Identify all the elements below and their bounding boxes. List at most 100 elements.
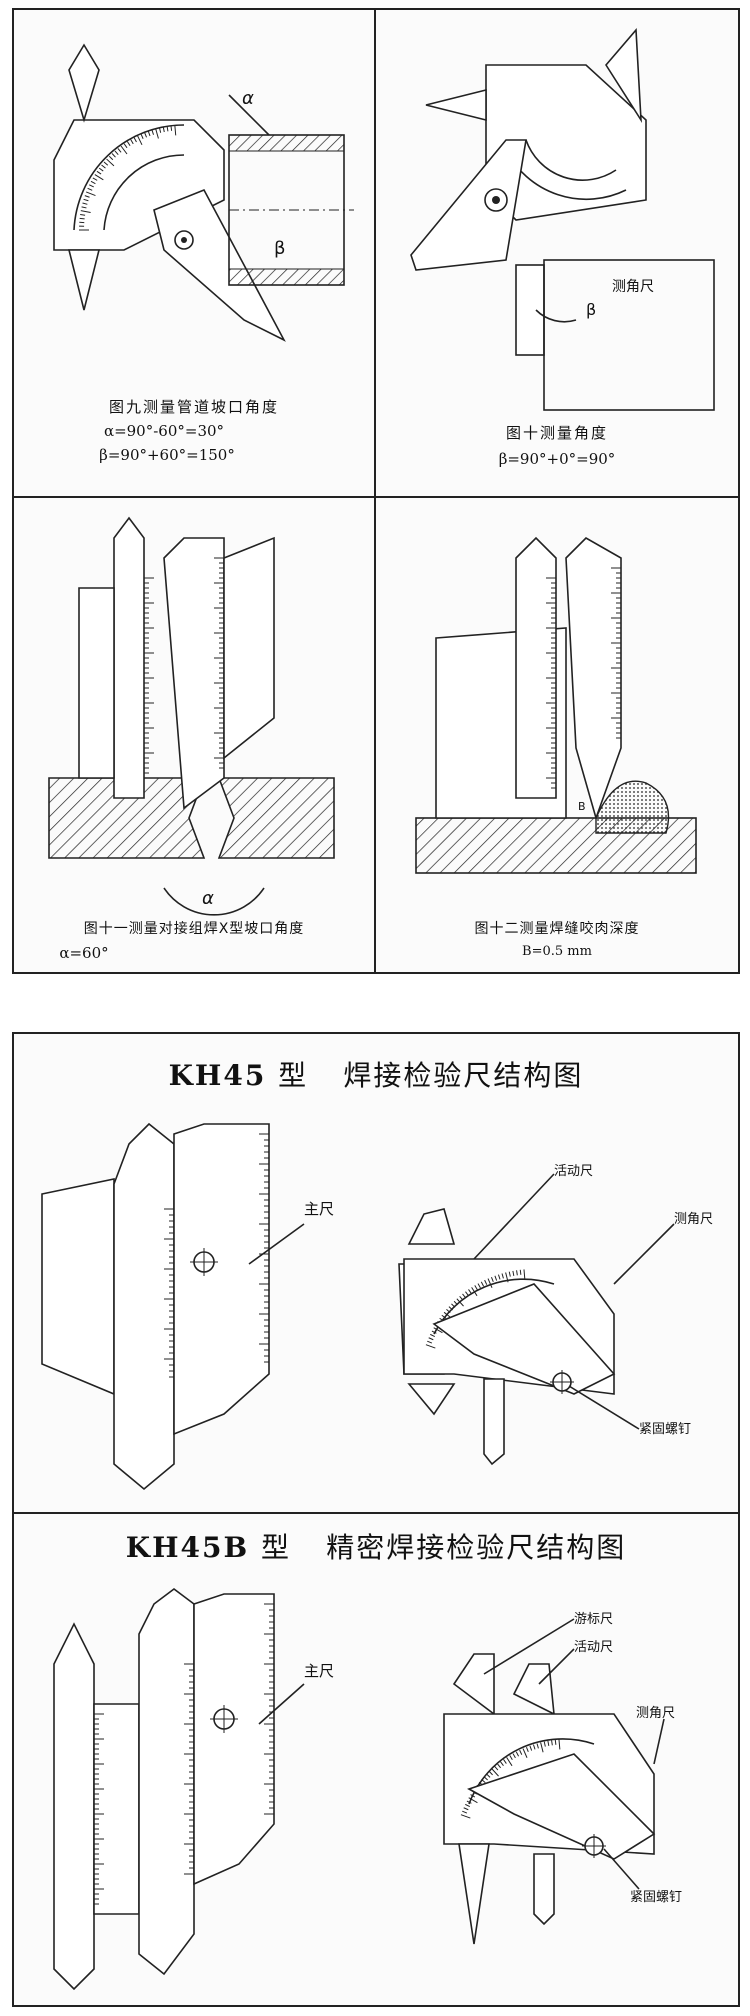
- scale-tick: [529, 1745, 533, 1751]
- scale-tick: [481, 1779, 486, 1784]
- scale-tick: [137, 135, 143, 146]
- scale-tick: [508, 1271, 511, 1277]
- scale-tick: [480, 1281, 485, 1287]
- scale-tick: [155, 128, 159, 139]
- scale-tick: [522, 1748, 528, 1758]
- figure-12-panel: B 图十二测量焊缝咬肉深度 B=0.5 mm: [374, 496, 740, 974]
- scale-tick: [474, 1285, 478, 1290]
- scale-tick: [459, 1295, 464, 1301]
- scale-tick: [519, 1749, 523, 1755]
- scale-tick: [111, 153, 116, 158]
- kh45-angle-label: 测角尺: [674, 1212, 714, 1227]
- scale-tick: [114, 150, 119, 156]
- scale-tick: [144, 132, 148, 138]
- scale-tick: [547, 1740, 550, 1746]
- figure-11-panel: α 图十一测量对接组焊X型坡口角度 α=60°: [12, 496, 376, 974]
- kh45-drawing: [41, 1122, 675, 1491]
- scale-tick: [427, 1340, 433, 1344]
- alpha-label: α: [242, 88, 254, 109]
- figure-12-drawing: [415, 536, 697, 874]
- kh45b-model: KH45B: [125, 1531, 250, 1564]
- figure-9-panel: α β 图九测量管道坡口角度 α=90°-60°=30° β=90°+60°=1…: [12, 8, 376, 498]
- scale-tick: [505, 1272, 509, 1283]
- figure-9-drawing: [53, 43, 354, 342]
- scale-tick: [126, 141, 131, 147]
- scale-tick: [159, 127, 162, 133]
- scale-tick: [448, 1306, 453, 1311]
- scale-tick: [80, 213, 86, 216]
- scale-tick: [133, 137, 137, 143]
- beta-label: β: [274, 238, 286, 259]
- scale-tick: [558, 1739, 561, 1750]
- scale-tick: [80, 210, 91, 213]
- kh45b-moving-label: 活动尺: [574, 1640, 614, 1655]
- scale-tick: [456, 1298, 464, 1307]
- scale-tick: [108, 155, 114, 161]
- scale-tick: [543, 1741, 546, 1747]
- kh45-screw-label: 紧固螺钉: [639, 1422, 692, 1437]
- scale-tick: [501, 1273, 504, 1279]
- scale-tick: [525, 1746, 529, 1752]
- kh45-name: 焊接检验尺结构图: [343, 1059, 584, 1092]
- scale-tick: [484, 1279, 488, 1285]
- scale-tick: [96, 170, 102, 175]
- kh45b-panel: KH45B 型 精密焊接检验尺结构图 主尺 游标尺 活动尺 测角尺 紧固螺钉: [12, 1512, 740, 2007]
- kh45b-drawing: [53, 1588, 665, 1991]
- beta-label-10: β: [586, 300, 597, 319]
- scale-tick: [117, 148, 122, 153]
- scale-tick: [540, 1742, 544, 1753]
- scale-tick: [500, 1761, 504, 1766]
- kh45-main-label: 主尺: [304, 1200, 335, 1218]
- scale-tick: [94, 174, 104, 181]
- scale-tick: [494, 1765, 499, 1771]
- scale-tick: [497, 1274, 501, 1280]
- kh45-moving-label: 活动尺: [554, 1164, 594, 1179]
- alpha-label-11: α: [202, 888, 214, 909]
- scale-tick: [166, 126, 169, 132]
- scale-tick: [451, 1303, 456, 1308]
- figure-9-formula-beta: β=90°+60°=150°: [99, 446, 235, 464]
- scale-tick: [468, 1289, 472, 1294]
- scale-tick: [503, 1759, 507, 1764]
- scale-tick: [174, 125, 177, 136]
- scale-tick: [79, 217, 85, 220]
- figure-11-drawing: [48, 516, 335, 916]
- scale-tick: [92, 177, 98, 181]
- scale-tick: [87, 187, 93, 191]
- kh45b-main-label: 主尺: [304, 1662, 335, 1680]
- figure-11-caption: 图十一测量对接组焊X型坡口角度: [83, 921, 305, 937]
- scale-tick: [83, 198, 89, 202]
- scale-tick: [433, 1327, 443, 1334]
- scale-tick: [123, 143, 128, 149]
- figure-10-caption: 图十测量角度: [505, 424, 608, 442]
- scale-tick: [441, 1314, 447, 1319]
- scale-tick: [431, 1330, 437, 1334]
- scale-tick: [84, 195, 90, 198]
- kh45b-title: KH45B 型 精密焊接检验尺结构图: [14, 1526, 738, 1566]
- scale-tick: [491, 1768, 499, 1777]
- figure-12-formula: B=0.5 mm: [522, 944, 592, 959]
- figure-12-caption: 图十二测量焊缝咬肉深度: [474, 921, 640, 937]
- kh45-title: KH45 型 焊接检验尺结构图: [14, 1054, 738, 1094]
- kh45-type: 型: [278, 1059, 309, 1092]
- kh45-panel: KH45 型 焊接检验尺结构图 主尺 活动尺 测角尺 紧固螺钉: [12, 1032, 740, 1514]
- kh45b-vernier-label: 游标尺: [574, 1612, 614, 1627]
- scale-tick: [103, 161, 109, 166]
- kh45b-angle-label: 测角尺: [636, 1706, 676, 1721]
- scale-tick: [516, 1270, 518, 1276]
- scale-tick: [483, 1776, 488, 1781]
- kh45b-name: 精密焊接检验尺结构图: [326, 1531, 627, 1564]
- scale-tick: [486, 1773, 491, 1778]
- scale-tick: [446, 1309, 451, 1314]
- kh45b-type: 型: [260, 1531, 291, 1564]
- scale-tick: [428, 1337, 434, 1341]
- scale-tick: [170, 125, 173, 131]
- scale-tick: [82, 202, 88, 205]
- scale-tick: [98, 167, 104, 172]
- scale-tick: [515, 1751, 520, 1757]
- scale-tick: [471, 1287, 478, 1297]
- scale-tick: [130, 139, 134, 145]
- b-label: B: [578, 800, 586, 813]
- scale-tick: [106, 158, 115, 167]
- figure-11-formula: α=60°: [59, 944, 109, 962]
